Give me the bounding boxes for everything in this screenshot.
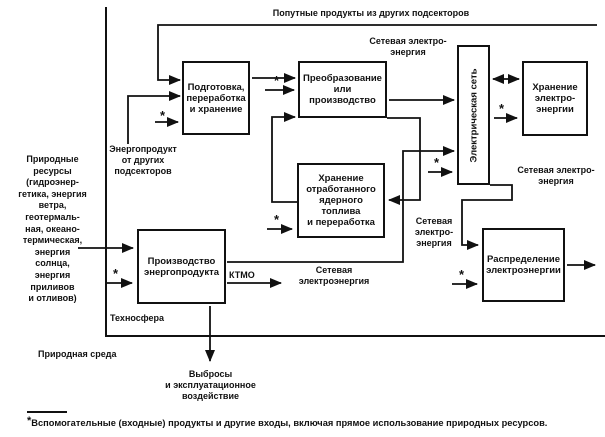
boundary-technosphere bbox=[105, 7, 605, 337]
box-electricity-storage: Хранение электро- энергии bbox=[522, 61, 588, 136]
label-natural-environment: Природная среда bbox=[38, 349, 117, 359]
arrow-production-to-grid bbox=[227, 146, 455, 263]
aux-star-conversion: * bbox=[274, 73, 280, 88]
box-production-label: Производство энергопродукта bbox=[143, 255, 220, 278]
box-distribution-label: Распределение электроэнергии bbox=[486, 254, 561, 276]
box-distribution: Распределение электроэнергии bbox=[482, 228, 565, 302]
label-grid-energy-right: Сетевая электро- энергия bbox=[517, 165, 595, 186]
box-production: Производство энергопродукта bbox=[137, 229, 226, 304]
label-natural-resources: Природные ресурсы (гидроэнер- гетика, эн… bbox=[18, 154, 87, 304]
footnote-text: Вспомогательные (входные) продукты и дру… bbox=[31, 418, 548, 428]
box-preparation: Подготовка, переработка и хранение bbox=[182, 61, 250, 135]
box-conversion: Преобразование или производство bbox=[298, 61, 387, 118]
label-grid-energy-between: Сетевая электро- энергия bbox=[414, 216, 454, 248]
label-energyware-from-other-subsectors: Энергопродукт от других подсекторов bbox=[109, 144, 177, 176]
arrow-conversion-to-spent-fuel bbox=[387, 117, 421, 205]
box-conversion-label: Преобразование или производство bbox=[303, 73, 382, 106]
label-grid-energy-mid: Сетевая электроэнергия bbox=[298, 265, 370, 286]
box-electricity-storage-label: Хранение электро- энергии bbox=[532, 82, 578, 115]
aux-star-storage: * bbox=[499, 101, 505, 116]
box-electric-grid: Электрическая сеть bbox=[457, 45, 490, 185]
aux-star-preparation: * bbox=[160, 108, 166, 123]
footnote: *Вспомогательные (входные) продукты и др… bbox=[27, 415, 602, 429]
aux-star-distribution: * bbox=[459, 267, 465, 282]
footnote-rule bbox=[27, 411, 67, 413]
arrow-energyware-input bbox=[127, 91, 181, 144]
aux-star-production: * bbox=[113, 266, 119, 281]
box-spent-fuel-storage-label: Хранение отработанного ядерного топлива … bbox=[306, 173, 376, 228]
arrow-byproducts-return bbox=[157, 24, 597, 85]
aux-star-spent-fuel: * bbox=[274, 212, 280, 227]
box-electric-grid-label: Электрическая сеть bbox=[468, 68, 480, 162]
label-grid-energy-top: Сетевая электро- энергия bbox=[369, 36, 447, 57]
label-technosphere: Техносфера bbox=[110, 313, 165, 323]
label-ktmo: КТМО bbox=[229, 270, 255, 280]
label-byproducts-top: Попутные продукты из других подсекторов bbox=[272, 8, 470, 18]
footnote-star: * bbox=[27, 415, 32, 427]
box-preparation-label: Подготовка, переработка и хранение bbox=[186, 81, 246, 115]
arrow-spent-fuel-to-conversion bbox=[271, 112, 297, 203]
arrow-grid-to-distribution bbox=[461, 184, 513, 250]
box-spent-fuel-storage: Хранение отработанного ядерного топлива … bbox=[297, 163, 385, 238]
aux-star-grid: * bbox=[434, 155, 440, 170]
label-emissions: Выбросы и эксплуатационное воздействие bbox=[165, 369, 256, 401]
